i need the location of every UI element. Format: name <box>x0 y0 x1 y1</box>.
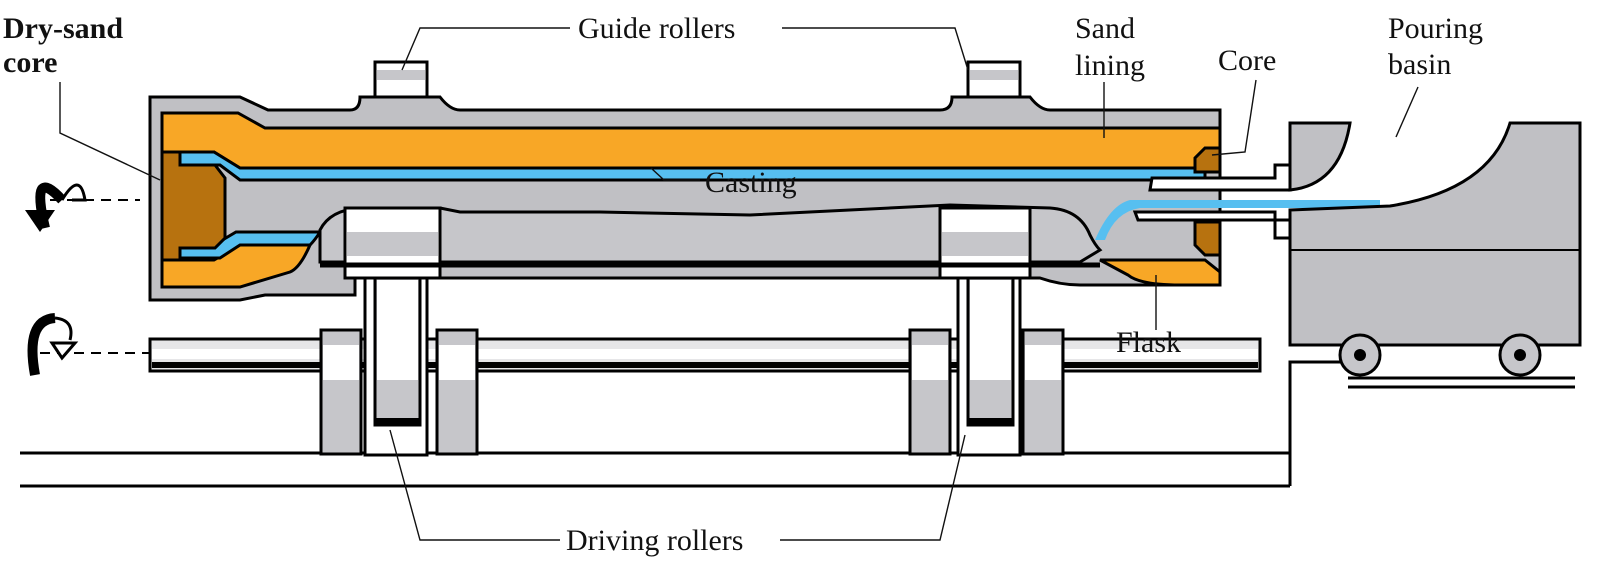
label-dry-sand-core: Dry-sand <box>3 12 123 45</box>
pouring-basin <box>1288 121 1582 377</box>
label-sand-lining: Sand <box>1075 12 1135 45</box>
label-casting: Casting <box>705 166 797 199</box>
label-core: Core <box>1218 44 1276 77</box>
shaft-bearings <box>319 328 1065 456</box>
label-flask: Flask <box>1116 326 1181 359</box>
end-core-top <box>1193 146 1222 174</box>
shaft-rotation-icon <box>27 313 79 376</box>
label-guide-rollers: Guide rollers <box>578 12 735 45</box>
label-driving-rollers: Driving rollers <box>566 524 743 557</box>
drive-shaft <box>40 337 1262 373</box>
guide-rollers <box>373 60 1022 99</box>
label-pouring-basin: Pouring <box>1388 12 1483 45</box>
inner-mandrel <box>318 203 1103 264</box>
end-core-bottom <box>1193 220 1222 257</box>
dry-sand-core <box>160 150 227 262</box>
machine-base <box>20 360 1575 488</box>
mold-rotation-icon <box>25 182 140 232</box>
label-dry-sand-core-2: core <box>3 46 57 79</box>
label-sand-lining-2: lining <box>1075 49 1145 82</box>
leader-lines <box>59 27 1419 541</box>
label-pouring-basin-2: basin <box>1388 48 1451 81</box>
